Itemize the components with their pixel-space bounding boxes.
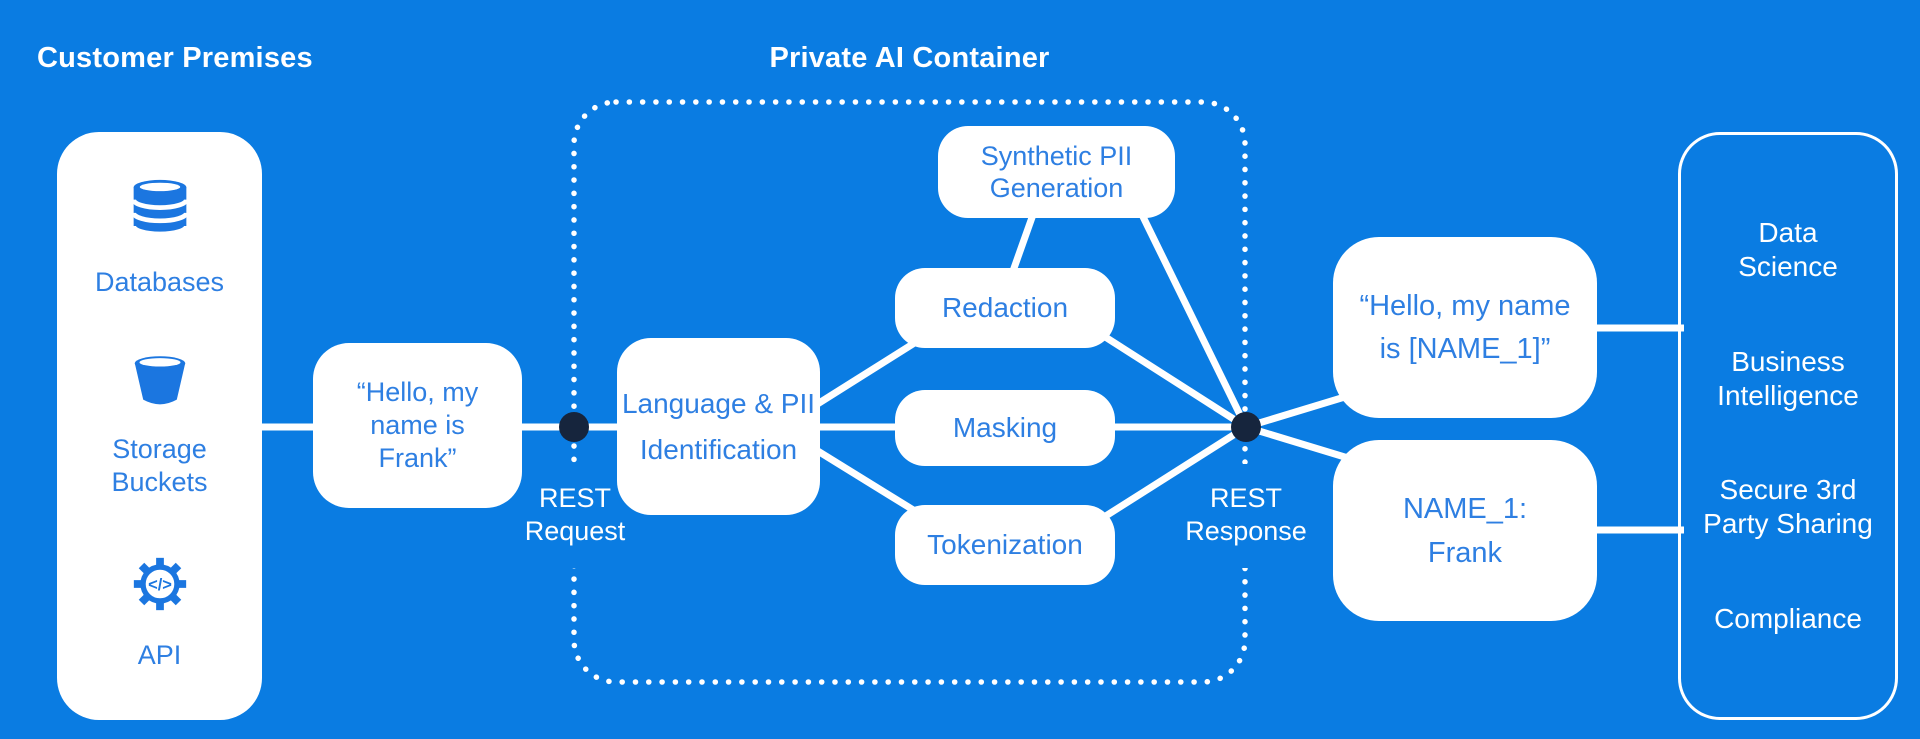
destination-compliance: Compliance	[1714, 603, 1862, 635]
synthetic-pii-box: Synthetic PII Generation	[938, 126, 1175, 218]
destination-data-science: Data Science	[1738, 216, 1838, 282]
storage-bucket-icon	[134, 356, 185, 405]
tokenization-box: Tokenization	[895, 505, 1115, 585]
api-label: API	[137, 640, 182, 670]
destination-business-intelligence: Business Intelligence	[1717, 345, 1859, 411]
entity-mapping-box: NAME_1: Frank	[1333, 440, 1597, 621]
api-item: </> API	[75, 553, 245, 672]
destination-secure-3rd-party-sharing: Secure 3rd Party Sharing	[1703, 474, 1873, 540]
api-gear-icon: </>	[133, 557, 186, 611]
private-ai-container-border	[571, 99, 1248, 685]
masking-box: Masking	[895, 390, 1115, 466]
identification-box: Language & PII Identification	[617, 338, 820, 515]
rest-response-node	[1231, 412, 1261, 442]
svg-text:</>: </>	[148, 576, 172, 594]
border-gap-request	[559, 464, 589, 568]
redaction-box: Redaction	[895, 268, 1115, 348]
rest-request-label: REST Request	[524, 483, 626, 546]
private-ai-container-title: Private AI Container	[769, 42, 1050, 74]
customer-premises-card: Databases Storage Buckets	[57, 132, 262, 720]
customer-premises-title: Customer Premises	[37, 42, 313, 74]
databases-label: Databases	[94, 267, 225, 297]
deidentified-output-box: “Hello, my name is [NAME_1]”	[1333, 237, 1597, 418]
connector-synthetic-response	[1121, 178, 1250, 429]
connector-response-output	[1244, 392, 1350, 431]
storage-buckets-label: Storage Buckets	[111, 434, 208, 497]
rest-request-node	[559, 412, 589, 442]
input-message-box: “Hello, my name is Frank”	[313, 343, 522, 508]
storage-buckets-item: Storage Buckets	[75, 353, 245, 499]
destinations-panel: Data Science Business Intelligence Secur…	[1678, 132, 1898, 720]
database-icon	[130, 179, 189, 237]
rest-response-label: REST Response	[1185, 483, 1307, 546]
databases-item: Databases	[75, 178, 245, 299]
connector-response-mapping	[1244, 423, 1350, 462]
border-gap-response	[1231, 464, 1261, 568]
